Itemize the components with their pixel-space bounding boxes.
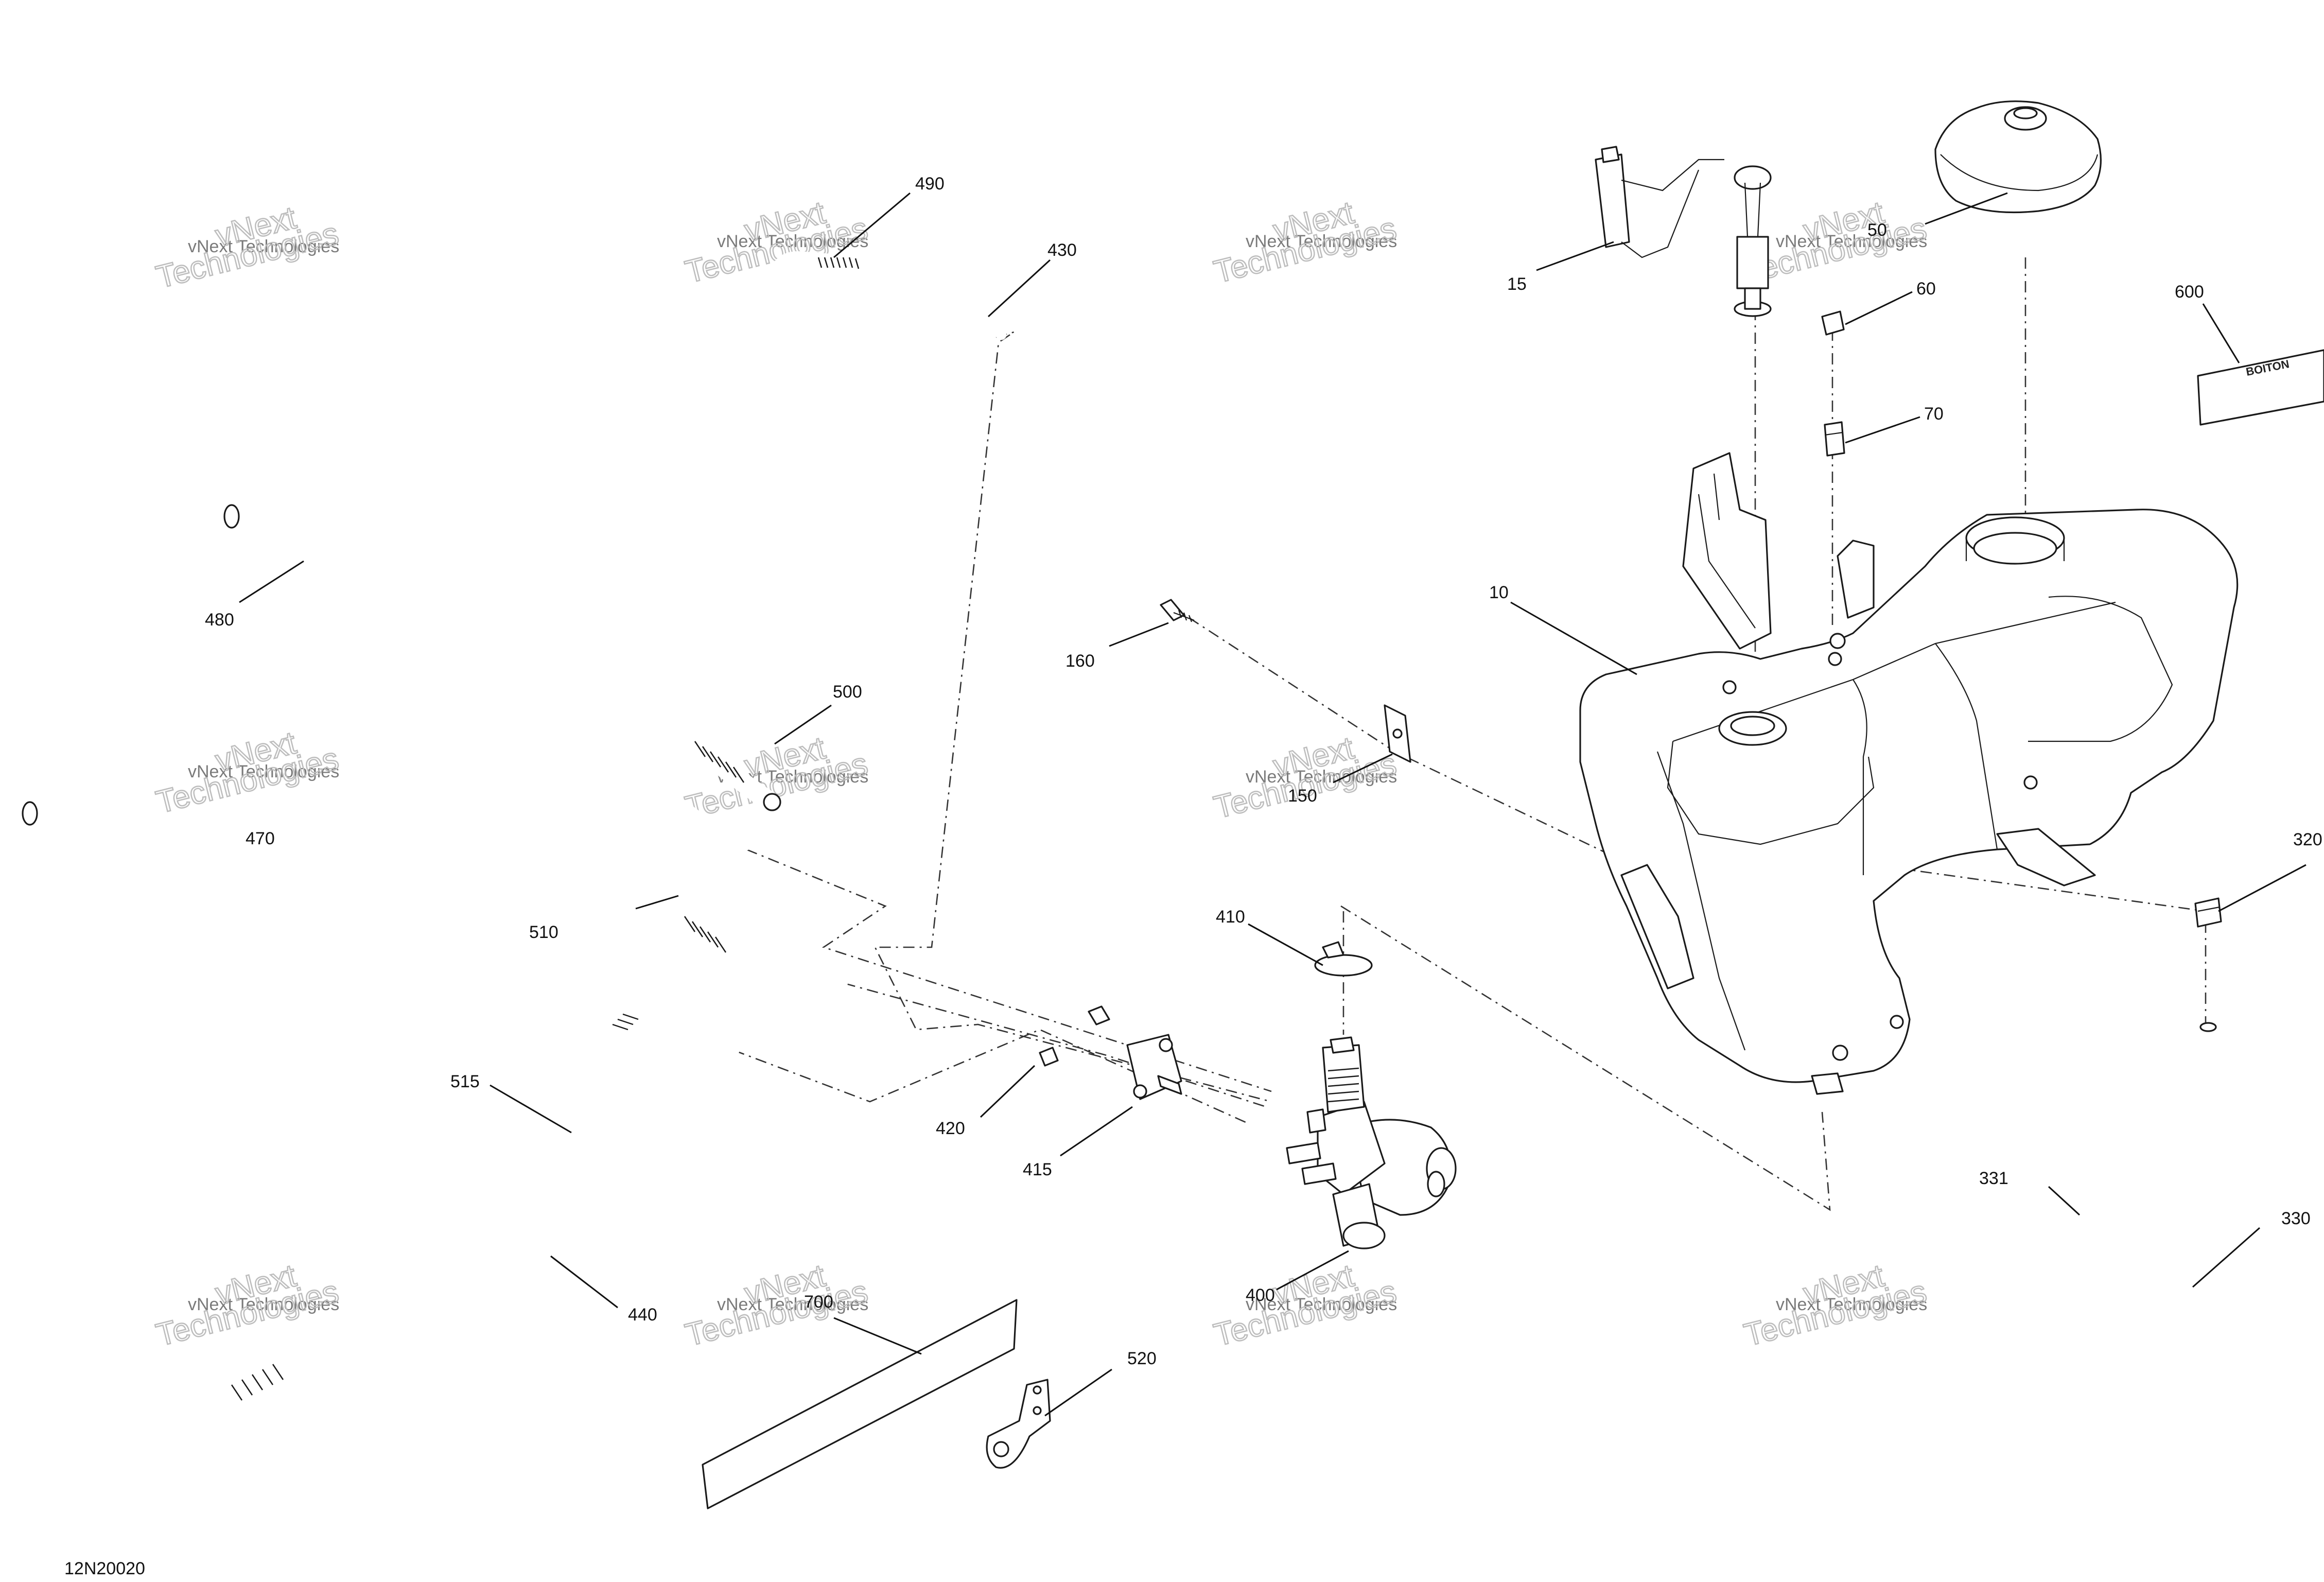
- callout-500: 500: [833, 682, 862, 702]
- watermark-line: vNext Technologies: [1776, 1295, 1927, 1314]
- leader-lines: [239, 192, 2306, 1417]
- grommet-420: [1039, 1005, 1110, 1067]
- assembly-lines: [733, 257, 2207, 1211]
- figure-id: 12N20020: [64, 1559, 145, 1578]
- watermark: vNext Technologies Technologies vNext: [1740, 194, 1930, 291]
- fuel-cap-50: [1934, 100, 2102, 214]
- bracket-520: [986, 1379, 1051, 1469]
- hose-515: [164, 1003, 655, 1432]
- watermark-line: vNext Technologies: [1246, 232, 1397, 251]
- callout-330: 330: [2281, 1209, 2311, 1228]
- callout-420: 420: [936, 1119, 965, 1138]
- callout-331: 331: [1979, 1169, 2008, 1188]
- callout-60: 60: [1916, 279, 1936, 299]
- watermark-line: vNext Technologies: [188, 1295, 339, 1314]
- sticker-700: [702, 1299, 1018, 1509]
- watermark-line: vNext Technologies: [1246, 767, 1397, 787]
- callouts: 490 430 480 500 470 510 515 440 700 520 …: [205, 174, 2322, 1368]
- nut-150: [1384, 704, 1411, 763]
- valve-60: [1821, 310, 1845, 336]
- watermark-line: vNext Technologies: [1776, 232, 1927, 251]
- watermark: vNext Technologies Technologies vNext: [1210, 194, 1400, 291]
- dash-line-430: [873, 331, 1272, 1103]
- hose-330: [1686, 1022, 2217, 1582]
- callout-430: 430: [1047, 240, 1077, 260]
- dash-line-320: [1873, 864, 2206, 912]
- hose-470: [21, 678, 848, 987]
- callout-480: 480: [205, 610, 234, 630]
- dash-line-400: [1340, 905, 1831, 1211]
- fuel-tank-10: [1579, 452, 2239, 1095]
- callout-600: 600: [2175, 282, 2204, 302]
- watermark: vNext Technologies Technologies vNext: [152, 724, 342, 821]
- callout-70: 70: [1924, 404, 1944, 424]
- callout-490: 490: [915, 174, 945, 194]
- dash-line-160: [1189, 617, 1642, 871]
- clamp-410: [1314, 941, 1373, 977]
- watermark-line: vNext Technologies: [1246, 1295, 1397, 1314]
- watermark: vNext Technologies Technologies vNext: [1210, 1257, 1400, 1354]
- watermark: vNext Technologies Technologies vNext: [152, 1257, 342, 1354]
- callout-515: 515: [450, 1072, 480, 1091]
- callout-440: 440: [628, 1305, 657, 1325]
- bracket-415: [1126, 1034, 1182, 1100]
- hose-490: [545, 251, 871, 624]
- watermark: vNext Technologies Technologies vNext: [1210, 729, 1400, 826]
- callout-470: 470: [246, 829, 275, 848]
- sticker-600: BOITON: [2197, 349, 2324, 426]
- hose-480: [174, 496, 782, 850]
- watermark: vNext Technologies Technologies vNext: [681, 1257, 871, 1354]
- callout-15: 15: [1507, 274, 1527, 294]
- dash-line-500: [746, 848, 1272, 1092]
- callout-410: 410: [1216, 907, 1245, 927]
- callout-415: 415: [1023, 1160, 1052, 1179]
- callout-10: 10: [1489, 583, 1509, 602]
- watermark-line: vNext Technologies: [188, 762, 339, 781]
- callout-400: 400: [1246, 1285, 1275, 1305]
- level-sensor-15: [1595, 146, 1772, 317]
- callout-50: 50: [1867, 220, 1887, 240]
- hose-331: [1795, 1152, 2109, 1354]
- callout-320: 320: [2293, 830, 2322, 849]
- callout-510: 510: [529, 923, 558, 942]
- watermark-line: vNext Technologies: [717, 232, 868, 251]
- hose-440: [206, 1037, 740, 1463]
- watermark: vNext Technologies Technologies vNext: [152, 199, 342, 296]
- clamp-320: [2194, 897, 2222, 928]
- fitting-70: [1824, 421, 1845, 457]
- watermark-line: vNext Technologies: [717, 1295, 868, 1314]
- callout-150: 150: [1288, 786, 1317, 806]
- fuel-pump-400: [1286, 1036, 1457, 1249]
- callout-520: 520: [1127, 1349, 1157, 1368]
- callout-160: 160: [1065, 651, 1095, 671]
- bolt-160: [1160, 599, 1195, 622]
- hose-430: [658, 314, 1007, 685]
- dash-line-510: [844, 982, 1267, 1108]
- callout-700: 700: [804, 1292, 833, 1312]
- watermark-line: vNext Technologies: [188, 237, 339, 256]
